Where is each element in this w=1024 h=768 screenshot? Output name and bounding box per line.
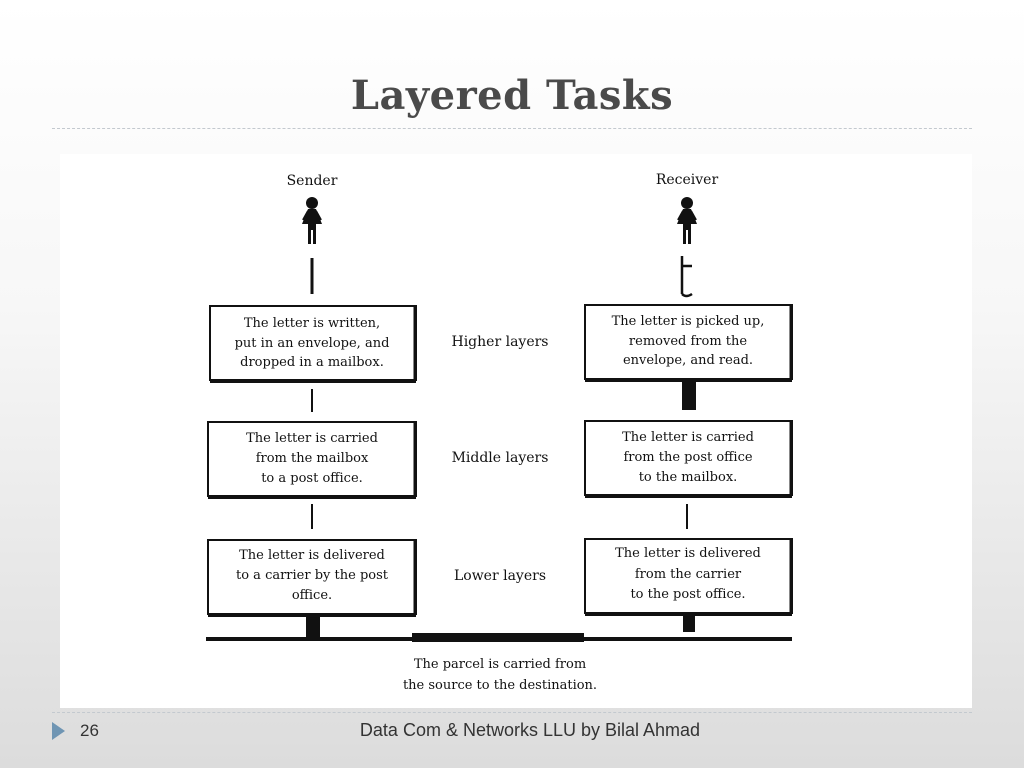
receiver-lower-text-line: from the carrier (635, 567, 742, 582)
receiver-lower-text-line: The letter is delivered (615, 546, 761, 561)
higher-layers-label: Higher layers (452, 334, 549, 350)
transport-carrier-bar (412, 633, 584, 642)
transport-caption-line: the source to the destination. (403, 678, 597, 693)
layered-tasks-diagram: Sender Receiver (206, 172, 793, 693)
sender-middle-text-line: to a post office. (261, 471, 363, 486)
slide-number: 26 (80, 721, 99, 740)
transport-caption-line: The parcel is carried from (414, 657, 586, 672)
sender-person-icon (302, 197, 322, 244)
middle-layers-label: Middle layers (452, 450, 549, 466)
sender-lower-text-line: The letter is delivered (239, 548, 385, 563)
receiver-middle-box (584, 420, 793, 498)
sender-lower-text-line: to a carrier by the post (236, 568, 389, 583)
sender-middle-text-line: The letter is carried (246, 431, 378, 446)
receiver-higher-box (584, 304, 793, 382)
sender-label: Sender (287, 173, 338, 189)
receiver-higher-text-line: envelope, and read. (623, 353, 753, 368)
slide-title: Layered Tasks (350, 72, 674, 119)
footer-text: Data Com & Networks LLU by Bilal Ahmad (359, 720, 701, 740)
receiver-higher-text-line: removed from the (629, 334, 747, 349)
sender-middle-box (207, 421, 417, 499)
receiver-middle-text-line: from the post office (623, 450, 752, 465)
layered-tasks-figure: Sender Receiver (60, 154, 972, 708)
sender-higher-text-line: The letter is written, (244, 316, 380, 331)
sender-middle-text-line: from the mailbox (256, 451, 369, 466)
receiver-lower-text-line: to the post office. (630, 587, 745, 602)
sender-higher-box (209, 305, 417, 383)
lower-layers-label: Lower layers (454, 568, 546, 584)
receiver-top-connector (680, 256, 693, 298)
receiver-middle-text-line: The letter is carried (622, 430, 754, 445)
sender-lower-connector (306, 616, 320, 638)
footer-divider (52, 712, 972, 713)
receiver-higher-middle-connector (682, 380, 696, 410)
receiver-person-icon (677, 197, 697, 244)
sender-lower-box (207, 539, 417, 617)
receiver-middle-text-line: to the mailbox. (639, 470, 738, 485)
receiver-lower-box (584, 538, 793, 616)
sender-higher-text-line: dropped in a mailbox. (240, 355, 384, 370)
sender-higher-text-line: put in an envelope, and (235, 336, 390, 351)
title-divider (52, 128, 972, 129)
sender-lower-text-line: office. (292, 588, 332, 603)
receiver-label: Receiver (656, 172, 719, 188)
slide-bullet-arrow-icon (52, 722, 65, 740)
receiver-higher-text-line: The letter is picked up, (612, 314, 765, 329)
receiver-lower-connector (683, 616, 695, 632)
